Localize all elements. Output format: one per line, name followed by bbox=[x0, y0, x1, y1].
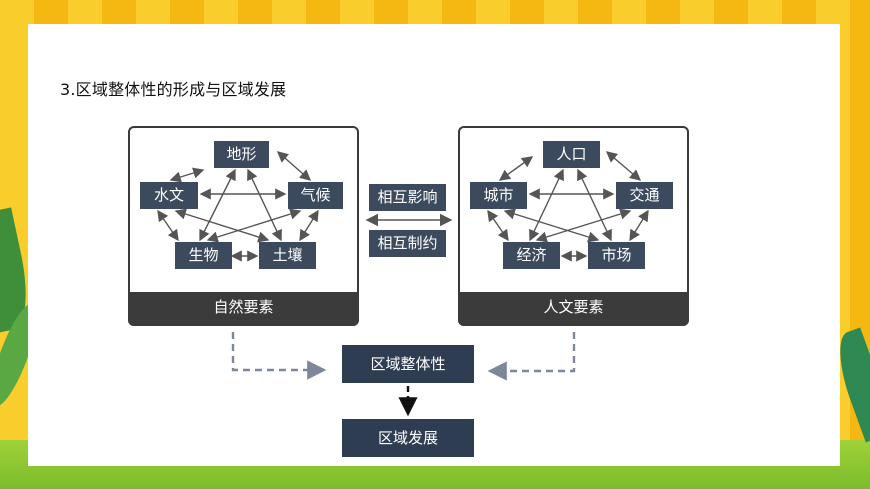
natural-factors-label: 自然要素 bbox=[128, 292, 359, 326]
human-arrows bbox=[487, 151, 649, 262]
slide-heading: 3.区域整体性的形成与区域发展 bbox=[60, 80, 287, 99]
node-city: 城市 bbox=[470, 182, 527, 209]
node-climate: 气候 bbox=[288, 182, 343, 209]
node-hydrology: 水文 bbox=[140, 182, 198, 209]
mutual-influence-label: 相互影响 bbox=[369, 184, 446, 211]
node-landform: 地形 bbox=[214, 141, 269, 168]
node-market: 市场 bbox=[588, 242, 645, 269]
regional-integrity-box: 区域整体性 bbox=[342, 345, 474, 383]
node-biology: 生物 bbox=[175, 242, 232, 269]
natural-to-integrity-arrow bbox=[231, 332, 327, 380]
human-factors-label: 人文要素 bbox=[458, 292, 689, 326]
node-economy: 经济 bbox=[503, 242, 560, 269]
node-transport: 交通 bbox=[616, 182, 673, 209]
node-population: 人口 bbox=[543, 141, 600, 168]
regional-development-box: 区域发展 bbox=[342, 419, 474, 457]
node-soil: 土壤 bbox=[259, 242, 316, 269]
mutual-restriction-label: 相互制约 bbox=[369, 230, 446, 257]
natural-arrows bbox=[157, 151, 319, 262]
human-to-integrity-arrow bbox=[487, 332, 576, 381]
